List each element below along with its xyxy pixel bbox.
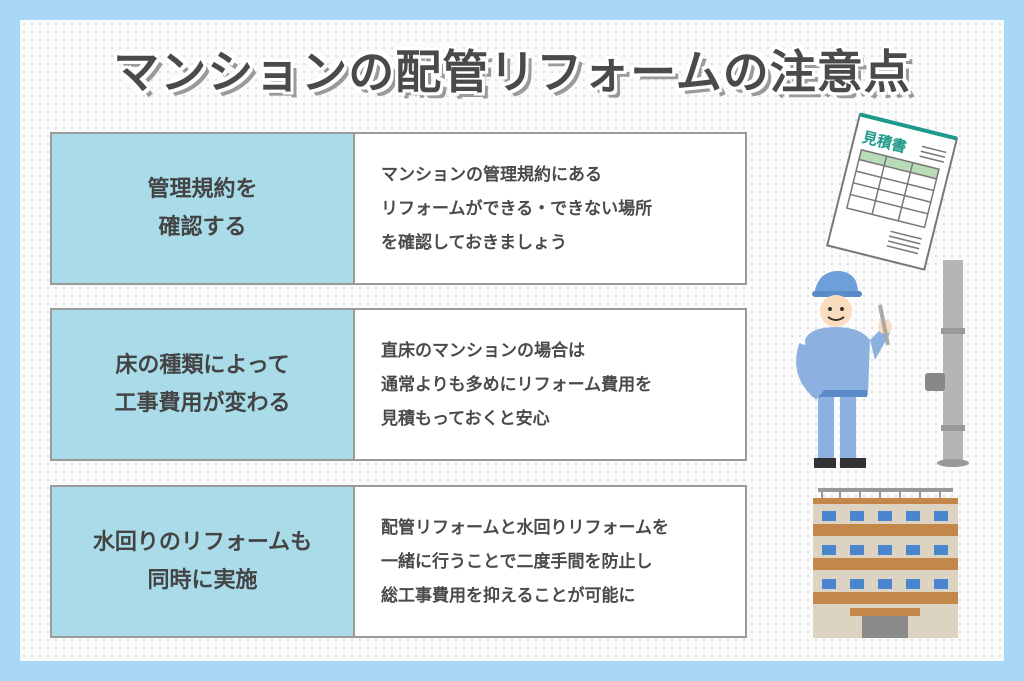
point-heading: 水回りのリフォームも 同時に実施 (52, 487, 355, 636)
apartment-building-icon (813, 488, 958, 638)
point-row-1: 管理規約を 確認する マンションの管理規約にある リフォームができる・できない場… (50, 132, 747, 285)
point-row-2: 床の種類によって 工事費用が変わる 直床のマンションの場合は 通常よりも多めにリ… (50, 308, 747, 461)
point-heading: 床の種類によって 工事費用が変わる (52, 310, 355, 459)
point-text: 配管リフォームと水回りリフォームを 一緒に行うことで二度手間を防止し 総工事費用… (381, 517, 669, 606)
page-title: マンションの配管リフォームの注意点 (113, 45, 911, 99)
pipe-icon (925, 260, 969, 467)
point-text: マンションの管理規約にある リフォームができる・できない場所 を確認しておきまし… (381, 164, 653, 253)
estimate-document-icon: 見積書 (826, 112, 959, 271)
worker-illustration-icon (796, 270, 892, 468)
point-row-3: 水回りのリフォームも 同時に実施 配管リフォームと水回りリフォームを 一緒に行う… (50, 485, 747, 638)
point-text: 直床のマンションの場合は 通常よりも多めにリフォーム費用を 見積もっておくと安心 (381, 340, 653, 429)
point-heading: 管理規約を 確認する (52, 134, 355, 283)
